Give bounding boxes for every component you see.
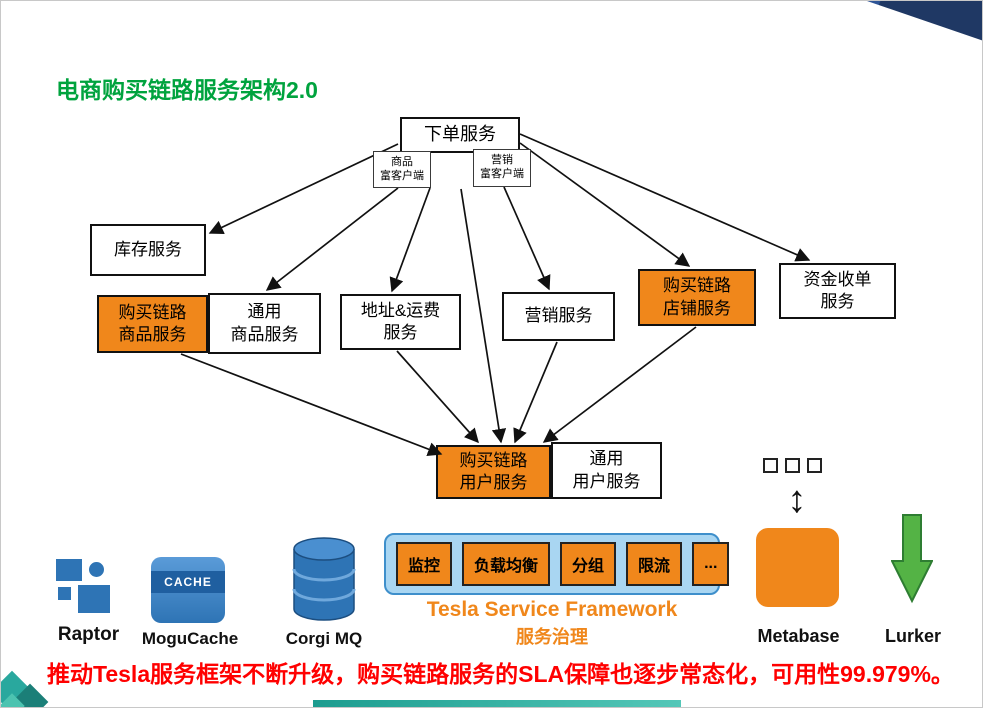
mogucache-label: MoguCache — [141, 629, 239, 648]
node-product-rich-client: 商品 富客户端 — [373, 151, 431, 188]
corner-decoration — [867, 1, 982, 41]
node-funds-acquiring-service: 资金收单 服务 — [779, 263, 896, 319]
metabase-nodes-icon — [763, 458, 822, 473]
node-buy-chain-user-service: 购买链路 用户服务 — [436, 445, 551, 499]
raptor-square — [56, 559, 82, 581]
metabase-node-square — [763, 458, 778, 473]
raptor-dot — [89, 562, 104, 577]
arrow-client-to-common-product — [265, 187, 399, 291]
raptor-square — [78, 585, 110, 613]
tesla-module-monitoring: 监控 — [396, 542, 453, 586]
corgi-mq-label: Corgi MQ — [285, 629, 363, 648]
arrow-buyproduct-to-user — [180, 353, 443, 457]
footer-note: 推动Tesla服务框架不断升级，购买链路服务的SLA保障也逐步常态化，可用性99… — [47, 661, 954, 687]
page-title: 电商购买链路服务架构2.0 — [56, 77, 318, 103]
node-marketing-service: 营销服务 — [502, 292, 615, 341]
corgi-mq-database-icon — [292, 537, 356, 621]
arrow-client-to-marketing — [503, 186, 551, 291]
node-marketing-rich-client: 营销 富客户端 — [473, 149, 531, 187]
tesla-module-load-balancing: 负载均衡 — [462, 542, 551, 586]
mogucache-logo-icon: CACHE — [151, 557, 225, 623]
metabase-node-square — [785, 458, 800, 473]
arrow-order-to-shop — [519, 142, 691, 267]
node-address-freight-service: 地址&运费 服务 — [340, 294, 461, 350]
arrow-marketing-to-user — [513, 341, 558, 444]
tesla-module-grouping: 分组 — [560, 542, 617, 586]
arrow-order-to-user — [460, 188, 507, 444]
metabase-node-square — [807, 458, 822, 473]
arrow-order-to-address — [389, 187, 431, 293]
raptor-logo-icon — [56, 559, 118, 613]
arrow-shop-to-user — [542, 326, 697, 443]
cache-badge: CACHE — [151, 571, 225, 593]
metabase-label: Metabase — [757, 626, 840, 646]
node-common-user-service: 通用 用户服务 — [551, 442, 662, 499]
raptor-label: Raptor — [57, 624, 120, 645]
tesla-framework-subtitle: 服务治理 — [516, 627, 588, 647]
lurker-label: Lurker — [884, 626, 942, 646]
metabase-logo-icon — [756, 528, 839, 607]
arrow-order-to-inventory — [208, 143, 399, 234]
tesla-module-rate-limit: 限流 — [626, 542, 683, 586]
metabase-sync-arrow-icon: ↕ — [787, 479, 807, 521]
node-buy-chain-product-service: 购买链路 商品服务 — [97, 295, 208, 353]
raptor-square — [58, 587, 71, 600]
tesla-module-more: ... — [692, 542, 730, 586]
node-common-product-service: 通用 商品服务 — [208, 293, 321, 354]
node-buy-chain-shop-service: 购买链路 店铺服务 — [638, 269, 756, 326]
bottom-bar-decoration — [313, 700, 681, 707]
node-order-service: 下单服务 — [400, 117, 520, 153]
tesla-framework-panel: 监控 负载均衡 分组 限流 ... — [384, 533, 730, 595]
arrow-address-to-user — [396, 350, 479, 444]
arrow-order-to-funds — [519, 133, 811, 262]
node-inventory-service: 库存服务 — [90, 224, 206, 276]
tesla-framework-title: Tesla Service Framework — [426, 598, 678, 621]
lurker-arrow-icon — [891, 514, 933, 604]
